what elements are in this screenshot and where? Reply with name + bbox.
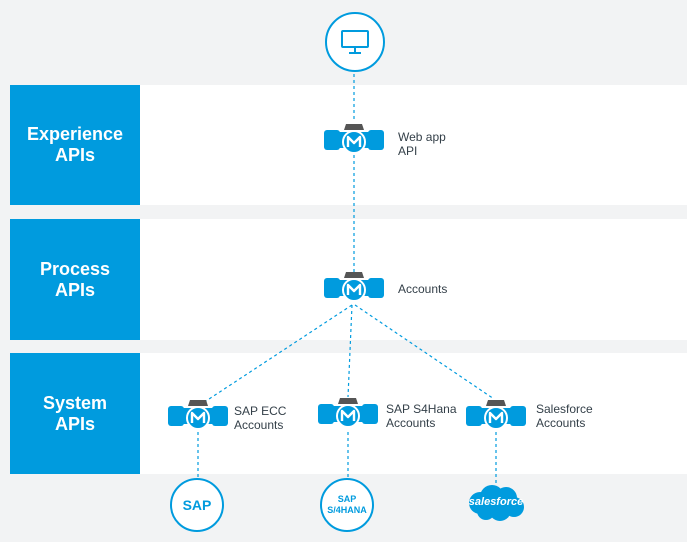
mulesoft-api-icon — [318, 398, 378, 428]
s4-logo-line1: SAP — [337, 494, 357, 504]
client-circle — [325, 12, 385, 72]
mulesoft-api-icon — [466, 400, 526, 430]
sap-s4hana-endpoint: SAP S/4HANA — [320, 478, 374, 532]
api-node-sap-ecc[interactable] — [166, 398, 230, 434]
link-accounts-saps4 — [347, 304, 353, 398]
sap-logo-text: SAP — [182, 497, 212, 513]
salesforce-endpoint: salesforce — [464, 483, 528, 523]
sap-ecc-endpoint: SAP — [170, 478, 224, 532]
salesforce-logo-text: salesforce — [468, 496, 524, 508]
mulesoft-api-icon — [168, 400, 228, 430]
mulesoft-api-icon — [324, 272, 384, 302]
link-accounts-salesforce — [354, 304, 495, 400]
link-accounts-sapecc — [205, 304, 353, 402]
api-node-salesforce[interactable] — [464, 398, 528, 434]
api-node-web-app[interactable] — [322, 122, 386, 158]
accounts-label: Accounts — [398, 282, 448, 296]
mulesoft-api-icon — [324, 124, 384, 154]
s4-logo-line2: S/4HANA — [327, 505, 367, 515]
salesforce-cloud-icon — [469, 485, 524, 521]
api-node-accounts[interactable] — [322, 270, 386, 306]
api-node-sap-s4hana[interactable] — [316, 396, 380, 432]
monitor-icon — [341, 30, 369, 54]
